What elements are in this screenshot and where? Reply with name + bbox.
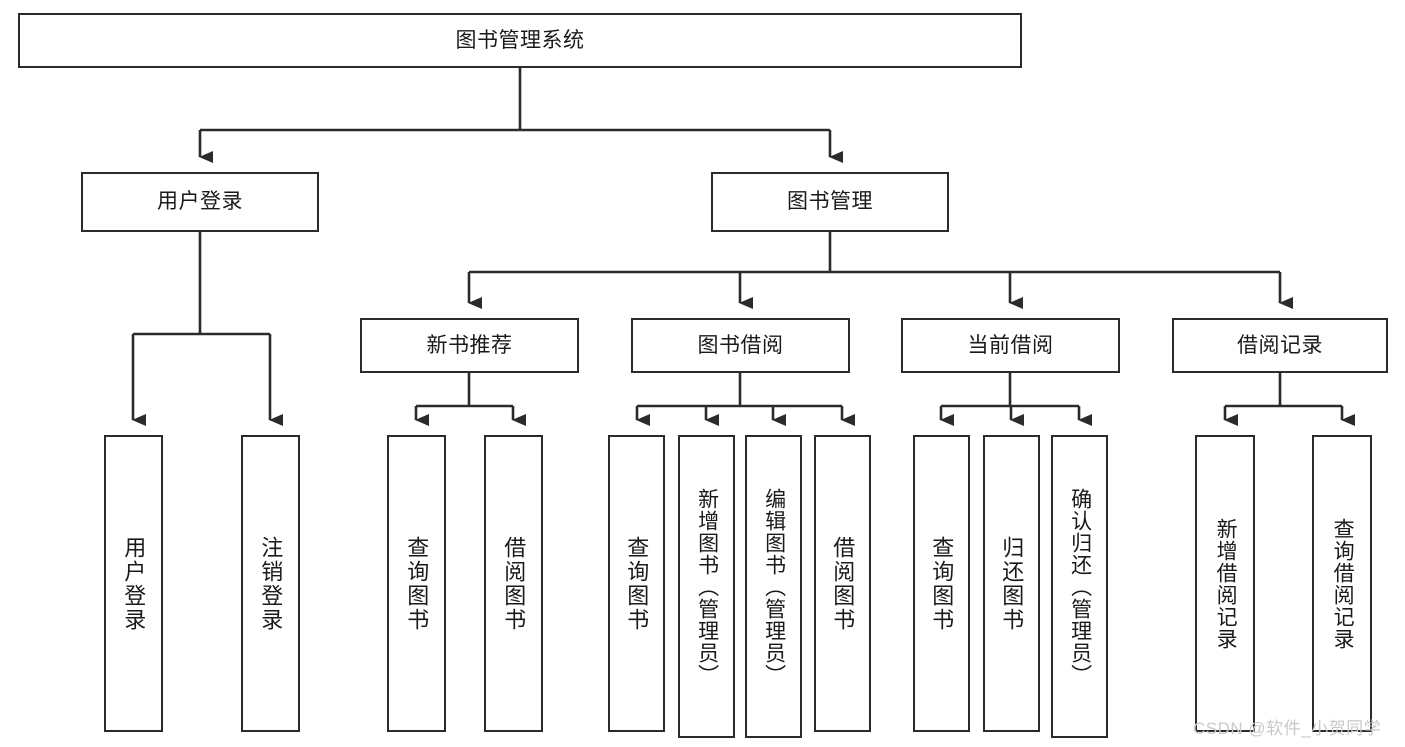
leaf-query-borrow-record-label: 查询借阅记录 <box>1331 517 1355 650</box>
leaf-borrow-book-borrow[interactable]: 借阅图书 <box>814 435 871 732</box>
node-user-login-label: 用户登录 <box>157 190 243 214</box>
leaf-return-book[interactable]: 归还图书 <box>983 435 1040 732</box>
node-current-borrow[interactable]: 当前借阅 <box>901 318 1120 373</box>
csdn-watermark: CSDN @软件_小贺同学 <box>1193 719 1382 738</box>
leaf-query-book-newbook[interactable]: 查询图书 <box>387 435 446 732</box>
leaf-query-borrow-record[interactable]: 查询借阅记录 <box>1312 435 1372 732</box>
node-current-borrow-label: 当前借阅 <box>967 333 1054 357</box>
leaf-add-borrow-record[interactable]: 新增借阅记录 <box>1195 435 1255 732</box>
leaf-query-book-current[interactable]: 查询图书 <box>913 435 970 732</box>
leaf-query-book-newbook-label: 查询图书 <box>404 535 430 632</box>
leaf-add-book-admin[interactable]: 新增图书（管理员） <box>678 435 735 738</box>
leaf-return-book-label: 归还图书 <box>999 535 1025 632</box>
node-root-label: 图书管理系统 <box>455 28 585 52</box>
leaf-add-borrow-record-label: 新增借阅记录 <box>1214 517 1238 650</box>
leaf-query-book-current-label: 查询图书 <box>929 535 955 632</box>
node-borrow-record-label: 借阅记录 <box>1237 333 1323 357</box>
leaf-confirm-return-admin[interactable]: 确认归还（管理员） <box>1051 435 1108 738</box>
leaf-confirm-return-admin-label: 确认归还（管理员） <box>1068 487 1092 686</box>
node-new-book-recommend[interactable]: 新书推荐 <box>360 318 579 373</box>
node-root[interactable]: 图书管理系统 <box>18 13 1022 68</box>
node-borrow-record[interactable]: 借阅记录 <box>1172 318 1388 373</box>
leaf-borrow-book-borrow-label: 借阅图书 <box>830 535 856 632</box>
leaf-query-book-borrow-label: 查询图书 <box>624 535 650 632</box>
leaf-edit-book-admin-label: 编辑图书（管理员） <box>762 487 786 686</box>
leaf-query-book-borrow[interactable]: 查询图书 <box>608 435 665 732</box>
node-new-book-recommend-label: 新书推荐 <box>426 333 513 357</box>
leaf-logout-login-label: 注销登录 <box>258 535 284 632</box>
leaf-user-login-label: 用户登录 <box>121 535 147 632</box>
leaf-user-login[interactable]: 用户登录 <box>104 435 163 732</box>
leaf-add-book-admin-label: 新增图书（管理员） <box>695 487 719 686</box>
node-book-borrow-label: 图书借阅 <box>697 333 784 357</box>
node-user-login[interactable]: 用户登录 <box>81 172 319 232</box>
node-book-management-label: 图书管理 <box>787 190 873 214</box>
leaf-logout-login[interactable]: 注销登录 <box>241 435 300 732</box>
leaf-borrow-book-newbook-label: 借阅图书 <box>501 535 527 632</box>
leaf-edit-book-admin[interactable]: 编辑图书（管理员） <box>745 435 802 738</box>
node-book-borrow[interactable]: 图书借阅 <box>631 318 850 373</box>
leaf-borrow-book-newbook[interactable]: 借阅图书 <box>484 435 543 732</box>
node-book-management[interactable]: 图书管理 <box>711 172 949 232</box>
